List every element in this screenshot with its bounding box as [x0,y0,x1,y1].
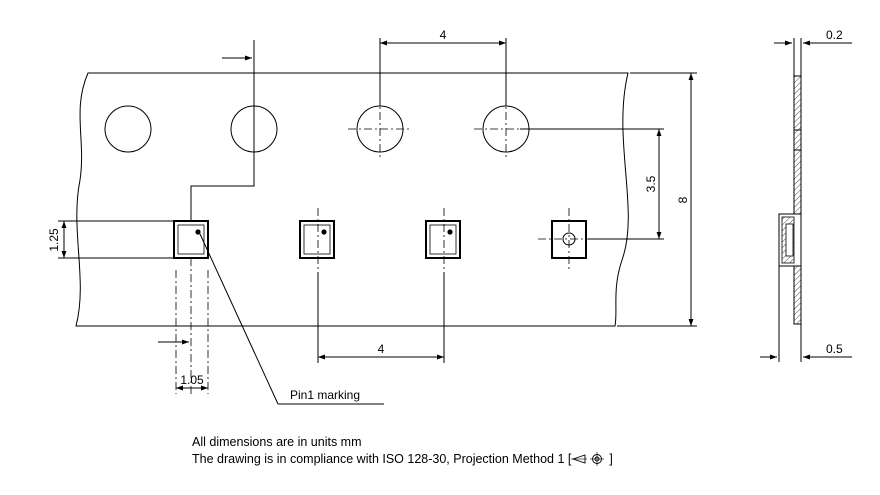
compliance-end: ] [609,452,613,466]
svg-text:1.05: 1.05 [180,373,204,387]
compliance-text: The drawing is in compliance with ISO 12… [192,452,572,466]
tape-outline [75,72,629,327]
svg-text:Pin1 marking: Pin1 marking [290,388,360,402]
dim-hole-to-pocket: 3.5 [520,128,664,240]
projection-symbol-icon [571,452,605,466]
pocket [299,220,335,259]
compliance-note: The drawing is in compliance with ISO 12… [192,451,613,468]
dim-pocket-depth: 0.5 [760,266,852,362]
dim-pocket-width: 1.25 [47,220,174,259]
svg-text:8: 8 [676,196,690,203]
dim-tape-thickness: 0.2 [774,28,852,76]
dim-pocket-offset: 1.05 [158,258,209,394]
pocket [425,220,461,259]
pocket-empty [551,220,587,259]
sprocket-holes [104,105,530,153]
notes: All dimensions are in units mm The drawi… [192,434,613,468]
pin1-callout: Pin1 marking [199,233,384,405]
svg-text:0.2: 0.2 [826,28,843,42]
svg-text:0.5: 0.5 [826,342,843,356]
svg-text:3.5: 3.5 [644,175,658,192]
svg-text:4: 4 [378,342,385,356]
sprocket-hole [104,105,152,153]
svg-text:4: 4 [440,28,447,42]
dim-sprocket-pitch: 4 [379,28,507,106]
dim-tape-width: 8 [617,72,697,327]
units-note: All dimensions are in units mm [192,435,362,449]
side-view [778,75,802,325]
dim-pocket-pitch: 4 [317,272,445,363]
svg-text:1.25: 1.25 [47,228,61,252]
